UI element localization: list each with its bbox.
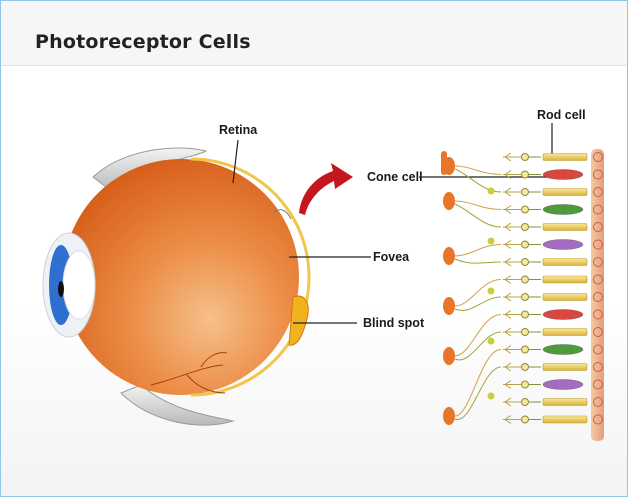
dendrite	[455, 315, 501, 357]
photoreceptor-nucleus	[522, 346, 529, 353]
cone-cell	[543, 345, 583, 355]
zoom-arrow	[299, 163, 353, 215]
photoreceptor-nucleus	[522, 241, 529, 248]
photoreceptor-nucleus	[522, 259, 529, 266]
dendrite	[455, 332, 501, 360]
dendrite	[455, 259, 501, 263]
photoreceptor-nucleus	[522, 399, 529, 406]
dendrite	[455, 169, 501, 192]
rod-cell	[543, 399, 587, 406]
label-blind-spot: Blind spot	[363, 316, 425, 330]
rod-cell	[543, 259, 587, 266]
photoreceptor-nucleus	[522, 294, 529, 301]
photoreceptor-nucleus	[522, 189, 529, 196]
horizontal-cell	[488, 393, 495, 400]
bipolar-cell	[443, 297, 455, 315]
bipolar-cell	[443, 347, 455, 365]
cone-cell	[543, 310, 583, 320]
rod-cell	[543, 224, 587, 231]
rod-cell	[543, 189, 587, 196]
dendrite	[455, 245, 501, 257]
horizontal-cell	[488, 338, 495, 345]
horizontal-cell	[488, 238, 495, 245]
photoreceptor-nucleus	[522, 329, 529, 336]
rod-cell	[543, 364, 587, 371]
bipolar-cell	[443, 192, 455, 210]
label-cone-cell: Cone cell	[367, 170, 423, 184]
rod-cell	[543, 416, 587, 423]
cone-cell	[543, 240, 583, 250]
ganglion-cell	[441, 151, 447, 175]
eyeball	[63, 159, 299, 395]
rod-cell	[543, 329, 587, 336]
dendrite	[455, 297, 501, 311]
horizontal-cell	[488, 188, 495, 195]
photoreceptor-nucleus	[522, 276, 529, 283]
rod-cell	[543, 276, 587, 283]
rod-cell	[543, 294, 587, 301]
retina-cell-diagram	[441, 149, 604, 441]
photoreceptor-nucleus	[522, 416, 529, 423]
rod-cell	[543, 154, 587, 161]
horizontal-cell	[488, 288, 495, 295]
cone-cell	[543, 380, 583, 390]
label-retina: Retina	[219, 123, 258, 137]
lens	[63, 251, 95, 319]
dendrite	[455, 204, 501, 227]
photoreceptor-nucleus	[522, 171, 529, 178]
photoreceptor-nucleus	[522, 224, 529, 231]
photoreceptor-nucleus	[522, 311, 529, 318]
photoreceptor-nucleus	[522, 154, 529, 161]
photoreceptor-nucleus	[522, 206, 529, 213]
bipolar-cell	[443, 247, 455, 265]
dendrite	[455, 280, 501, 307]
cone-cell	[543, 205, 583, 215]
bipolar-cell	[443, 407, 455, 425]
photoreceptor-nucleus	[522, 381, 529, 388]
label-rod-cell: Rod cell	[537, 108, 586, 122]
cone-cell	[543, 170, 583, 180]
pupil	[58, 281, 64, 297]
label-fovea: Fovea	[373, 250, 410, 264]
photoreceptor-nucleus	[522, 364, 529, 371]
